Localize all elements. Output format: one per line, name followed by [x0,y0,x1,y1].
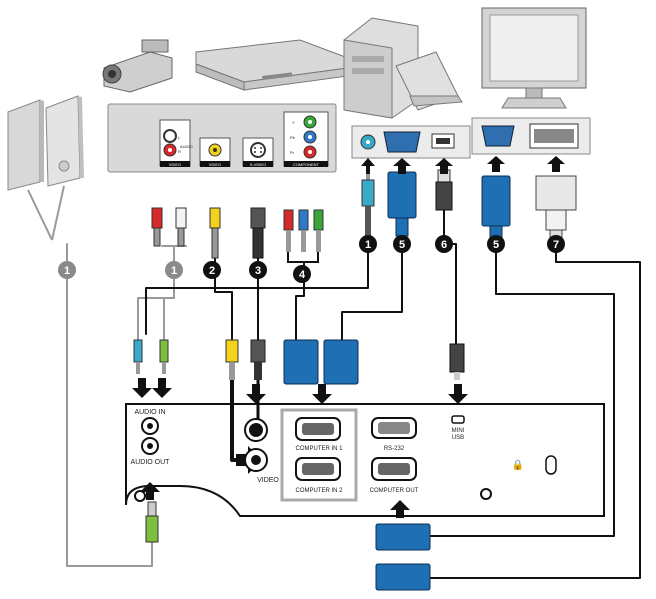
callout-badge: 1 [58,261,76,279]
component-pb: Pb [290,135,296,140]
computer-out-vga-plugs [375,523,431,591]
bottom-video-plugs [225,339,266,380]
arrow-down-icon [246,384,266,404]
mini-usb-label-1: MINI [452,428,465,434]
callout-number: 5 [399,239,405,251]
arrow-up-icon [547,156,565,172]
callout-badge: 3 [249,261,267,279]
projector-ports: AUDIO IN AUDIO OUT VIDEO COMPUTER IN 1 C… [131,408,557,502]
kensington-slot-icon [545,455,557,475]
arrow-down-icon [312,384,332,404]
callout-badge: 5 [393,235,411,253]
computer-out-label: COMPUTER OUT [370,488,419,494]
svideo-plug [250,207,266,259]
arrow-up-icon [140,482,160,500]
av-audio-r: R [178,149,181,154]
av-video-label: VIDEO [169,162,181,167]
speakers-illustration [7,95,84,241]
computer-output-panel [351,125,471,159]
video-label: VIDEO [257,477,279,484]
arrow-down-icon [448,384,468,404]
mini-usb-label-2: USB [452,435,464,441]
dvd-player-illustration [195,39,349,91]
callout-number: 5 [493,239,499,251]
computer-in-2-label: COMPUTER IN 2 [295,488,343,494]
rs232-label: RS-232 [384,446,405,452]
av-audio-label: AUDIO [180,144,193,149]
rca-video-plug [209,207,221,259]
audio-out-label: AUDIO OUT [131,459,171,466]
arrow-up-icon [435,158,453,174]
bottom-audio-plugs [133,339,169,374]
vga-plug-pc [387,171,417,237]
audio-out-plug [145,501,159,543]
arrow-up-icon [390,500,410,518]
arrow-down-icon [132,378,152,398]
bottom-usb-plug [449,343,465,380]
callout-number: 1 [64,265,70,277]
callout-number: 3 [255,265,261,277]
callout-badge: 5 [487,235,505,253]
av-component-label: COMPONENT [293,162,320,167]
callout-number: 7 [553,239,559,251]
arrow-up-icon [487,156,505,172]
cables [66,209,641,579]
component-pr: Pr [290,150,295,155]
bottom-vga-plugs [283,339,359,385]
audio-jack-plug-pc [361,164,375,236]
audio-in-label: AUDIO IN [134,409,165,416]
lock-icon: 🔒 [512,459,524,471]
callout-badge: 6 [435,235,453,253]
callout-badge: 2 [203,261,221,279]
callout-number: 4 [299,269,306,281]
callout-number: 6 [441,239,447,251]
component-y: Y [292,120,295,125]
rca-audio-plugs [151,207,187,247]
computer-illustration [343,17,463,119]
projector-rear-panel [125,403,605,517]
computer-in-1-label: COMPUTER IN 1 [295,446,343,452]
arrow-down-icon [152,378,172,398]
av-audio-l: L [178,135,181,140]
camcorder-illustration [102,39,173,93]
callout-badge: 1 [165,261,183,279]
av-svideo-label: S-VIDEO [250,162,266,167]
callout-badge: 4 [293,265,311,283]
monitor-input-panel [471,117,591,155]
callout-number: 1 [365,239,371,251]
callouts: 1 1 2 3 4 1 5 6 [58,235,565,283]
callout-number: 2 [209,265,215,277]
av-composite-label: VIDEO [209,162,221,167]
component-plugs [283,209,324,263]
usb-plug [435,169,453,211]
arrow-up-icon [361,158,375,174]
callout-badge: 7 [547,235,565,253]
callout-number: 1 [171,265,177,277]
monitor-illustration [481,7,587,109]
callout-badge: 1 [359,235,377,253]
arrow-up-icon [393,158,411,174]
av-output-panel: VIDEO AUDIO L R VIDEO S-VIDEO Y Pb Pr CO… [107,103,337,173]
